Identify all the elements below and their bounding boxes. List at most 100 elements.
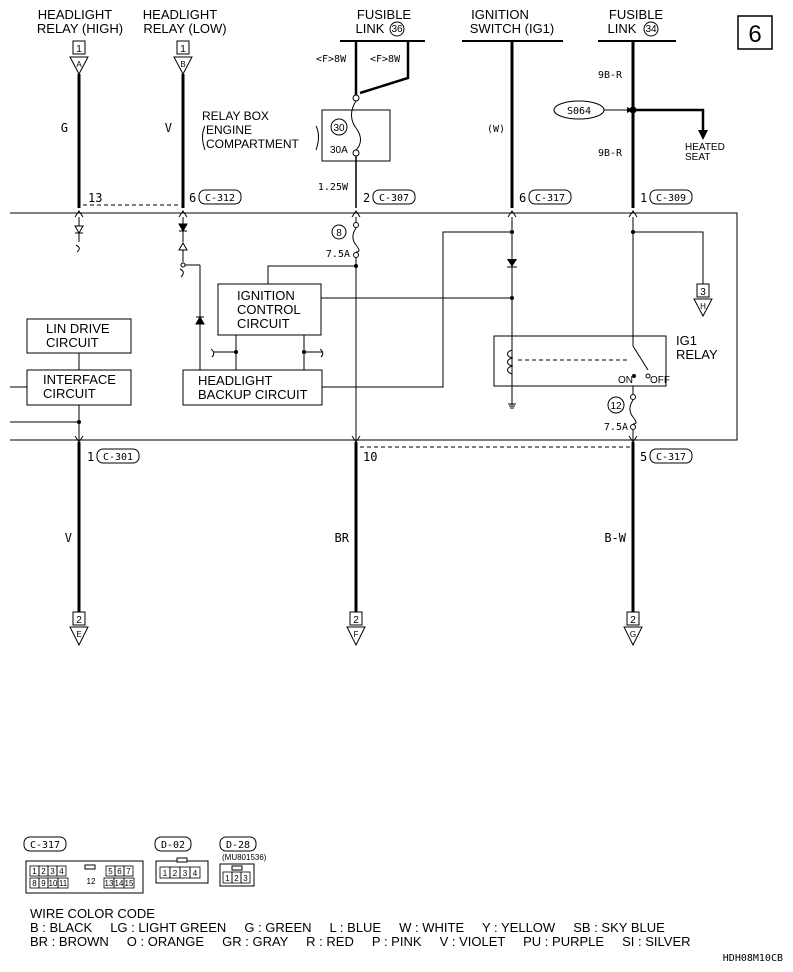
wire-label-bw: B-W xyxy=(604,531,626,545)
relay-box: RELAY BOX ENGINE COMPARTMENT 30 30A xyxy=(202,109,391,162)
ground-symbol xyxy=(508,386,516,409)
ref-e-number: 2 xyxy=(76,615,82,626)
drawing-code: HDH08M10CB xyxy=(723,953,783,964)
svg-text:2: 2 xyxy=(41,867,46,876)
label-headlight-low: HEADLIGHT RELAY (LOW) xyxy=(143,7,227,36)
ref-connector-e: 2 E xyxy=(69,611,89,647)
svg-text:13: 13 xyxy=(105,879,114,888)
wire-color-code: WIRE COLOR CODE B : BLACK LG : LIGHT GRE… xyxy=(30,906,691,949)
fuse-8-rating: 7.5A xyxy=(326,249,350,260)
pin-1-c301: 1 xyxy=(87,450,94,464)
headlight-low-line2: RELAY (LOW) xyxy=(143,21,226,36)
pin-1-c309: 1 xyxy=(640,191,647,205)
fusible-link-30a xyxy=(351,94,361,157)
svg-text:1: 1 xyxy=(225,874,230,883)
svg-text:4: 4 xyxy=(59,867,64,876)
pin13-internal xyxy=(74,217,84,253)
svg-text:1: 1 xyxy=(163,869,168,878)
connector-view-d28-label: D-28 xyxy=(226,840,250,851)
ig1-relay-on: ON xyxy=(618,375,633,386)
pin6-internal xyxy=(178,217,205,370)
heated-seat-arrow xyxy=(698,130,708,140)
relay-box-line3: COMPARTMENT xyxy=(206,137,300,151)
relay-box-line1: RELAY BOX xyxy=(202,109,269,123)
connector-c312: C-312 xyxy=(205,193,235,204)
connector-c307: C-307 xyxy=(379,193,409,204)
ref-high-number: 1 xyxy=(76,44,82,55)
ref-e-letter: E xyxy=(76,630,81,639)
connector-view-d02-label: D-02 xyxy=(161,840,185,851)
ref-high-letter: A xyxy=(76,60,82,69)
ignition-control-line3: CIRCUIT xyxy=(237,316,290,331)
wire-label-9br-top: 9B-R xyxy=(598,70,623,81)
ig1-relay: IG1 RELAY ON OFF xyxy=(493,333,718,387)
wire-to-ref-h xyxy=(633,231,704,284)
wire-label-f8w-right: <F>8W xyxy=(370,54,401,65)
label-ignition-switch: IGNITION SWITCH (IG1) xyxy=(470,7,555,36)
etacs-module-outline xyxy=(10,212,738,441)
interface-line2: CIRCUIT xyxy=(43,386,96,401)
pin-6-c317: 6 xyxy=(519,191,526,205)
c317-bottom-pins: 8 9 10 11 13 14 15 xyxy=(29,877,135,889)
svg-text:9: 9 xyxy=(41,879,46,888)
c317-top-pins: 1 2 3 4 5 6 7 xyxy=(29,865,134,877)
ignition-control-line1: IGNITION xyxy=(237,288,295,303)
fusible-34-line2: LINK xyxy=(608,21,637,36)
pin-10: 10 xyxy=(363,450,377,464)
wire-backup-to-ignition xyxy=(322,231,512,388)
svg-text:11: 11 xyxy=(59,879,68,888)
wire-heated-seat xyxy=(633,108,705,132)
lin-drive-line1: LIN DRIVE xyxy=(46,321,110,336)
ref-h-number: 3 xyxy=(700,287,706,298)
wire-label-125w: 1.25W xyxy=(318,182,349,193)
pin-6-c312: 6 xyxy=(189,191,196,205)
page-number: 6 xyxy=(748,21,761,48)
svg-text:3: 3 xyxy=(183,869,188,878)
ref-f-letter: F xyxy=(354,630,359,639)
ref-connector-g: 2 G xyxy=(623,611,643,647)
wire-label-9br-bottom: 9B-R xyxy=(598,148,623,159)
ref-low-letter: B xyxy=(180,60,185,69)
ref-connector-h: 3 H xyxy=(693,283,713,318)
wire-color-code-title: WIRE COLOR CODE xyxy=(30,906,155,921)
diode-ignition xyxy=(507,259,517,267)
ignition-line2: SWITCH (IG1) xyxy=(470,21,555,36)
interface-circuit: INTERFACE CIRCUIT xyxy=(26,369,132,406)
connector-c309: C-309 xyxy=(656,193,686,204)
svg-text:10: 10 xyxy=(49,879,58,888)
headlight-backup-line2: BACKUP CIRCUIT xyxy=(198,387,308,402)
svg-text:14: 14 xyxy=(115,879,124,888)
fuse-8-number: 8 xyxy=(336,228,342,239)
ref-connector-high: 1 A xyxy=(69,40,89,76)
svg-text:15: 15 xyxy=(125,879,134,888)
ref-connector-low: 1 B xyxy=(173,40,193,76)
fusible-36-line2: LINK xyxy=(356,21,385,36)
ig1-relay-line2: RELAY xyxy=(676,347,718,362)
connector-c301: C-301 xyxy=(103,452,133,463)
wire-label-v-bottom: V xyxy=(65,531,72,545)
ref-g-number: 2 xyxy=(630,615,636,626)
ignition-line1: IGNITION xyxy=(471,7,529,22)
connector-c317-top: C-317 xyxy=(535,193,565,204)
wire-label-br: BR xyxy=(335,531,350,545)
pin-13: 13 xyxy=(88,191,102,205)
d28-pins: 1 2 3 xyxy=(222,871,251,884)
svg-text:7: 7 xyxy=(126,867,131,876)
connector-view-d28-part: (MU801536) xyxy=(222,853,267,862)
connector-view-d28: D-28 (MU801536) 1 2 3 xyxy=(219,836,267,887)
relay-box-fuse-number: 30 xyxy=(333,123,345,134)
wire-label-w: (W) xyxy=(487,124,505,135)
ref-g-letter: G xyxy=(630,630,636,639)
fusible-34-number: 34 xyxy=(645,24,657,35)
ref-h-letter: H xyxy=(700,302,706,311)
headlight-high-line2: RELAY (HIGH) xyxy=(37,21,123,36)
connector-c317-bottom: C-317 xyxy=(656,452,686,463)
pin-5-c317: 5 xyxy=(640,450,647,464)
ref-f-number: 2 xyxy=(353,615,359,626)
fuse-12: 12 7.5A xyxy=(604,386,637,433)
ref-low-number: 1 xyxy=(180,44,186,55)
wire-fuse8-to-ignition xyxy=(267,265,356,284)
wire-label-g: G xyxy=(61,121,68,135)
headlight-backup-line1: HEADLIGHT xyxy=(198,373,272,388)
ref-connector-f: 2 F xyxy=(346,611,366,647)
